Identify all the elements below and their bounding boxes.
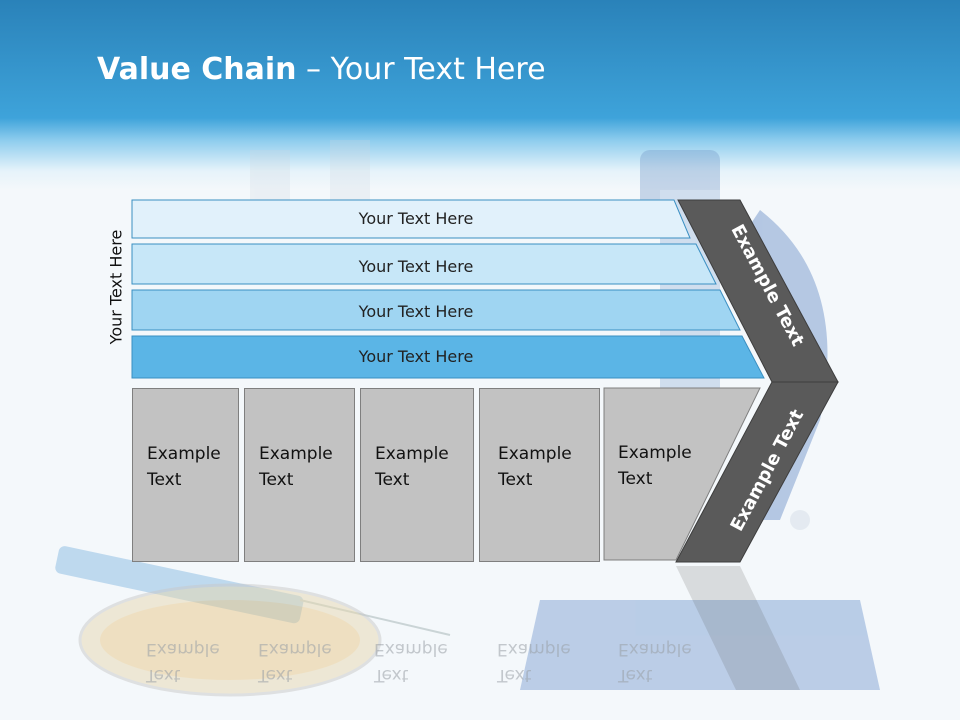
box-1-line1: Example [147,444,221,464]
band-3 [131,289,741,331]
band-2-text: Your Text Here [358,257,474,276]
page-title: Value Chain – Your Text Here [97,52,546,87]
box-4-line1: Example [498,444,572,464]
box-1-line2: Text [147,470,182,490]
box-5-line1: Example [618,443,692,463]
box-3: Example Text [360,388,474,562]
chevron-lower [675,381,839,563]
box-4: Example Text [479,388,600,562]
band-1 [131,199,691,239]
band-4 [131,335,765,379]
box-5: Example Text [604,388,704,562]
box-5-line2: Text [618,469,653,489]
box-1: Example Text [132,388,239,562]
box-5-shape [603,387,761,561]
title-rest: – Your Text Here [296,52,546,87]
box-2: Example Text [244,388,355,562]
box-2-line1: Example [259,444,333,464]
band-1-text: Your Text Here [358,209,474,228]
box-2-line2: Text [259,470,294,490]
band-2 [131,243,717,285]
title-bold: Value Chain [97,52,297,87]
header-banner [0,0,960,190]
band-4-text: Your Text Here [358,347,474,366]
band-3-text: Your Text Here [358,302,474,321]
chevron-reflection [676,566,800,690]
box-4-line2: Text [498,470,533,490]
box-3-line2: Text [375,470,410,490]
box-3-line1: Example [375,444,449,464]
